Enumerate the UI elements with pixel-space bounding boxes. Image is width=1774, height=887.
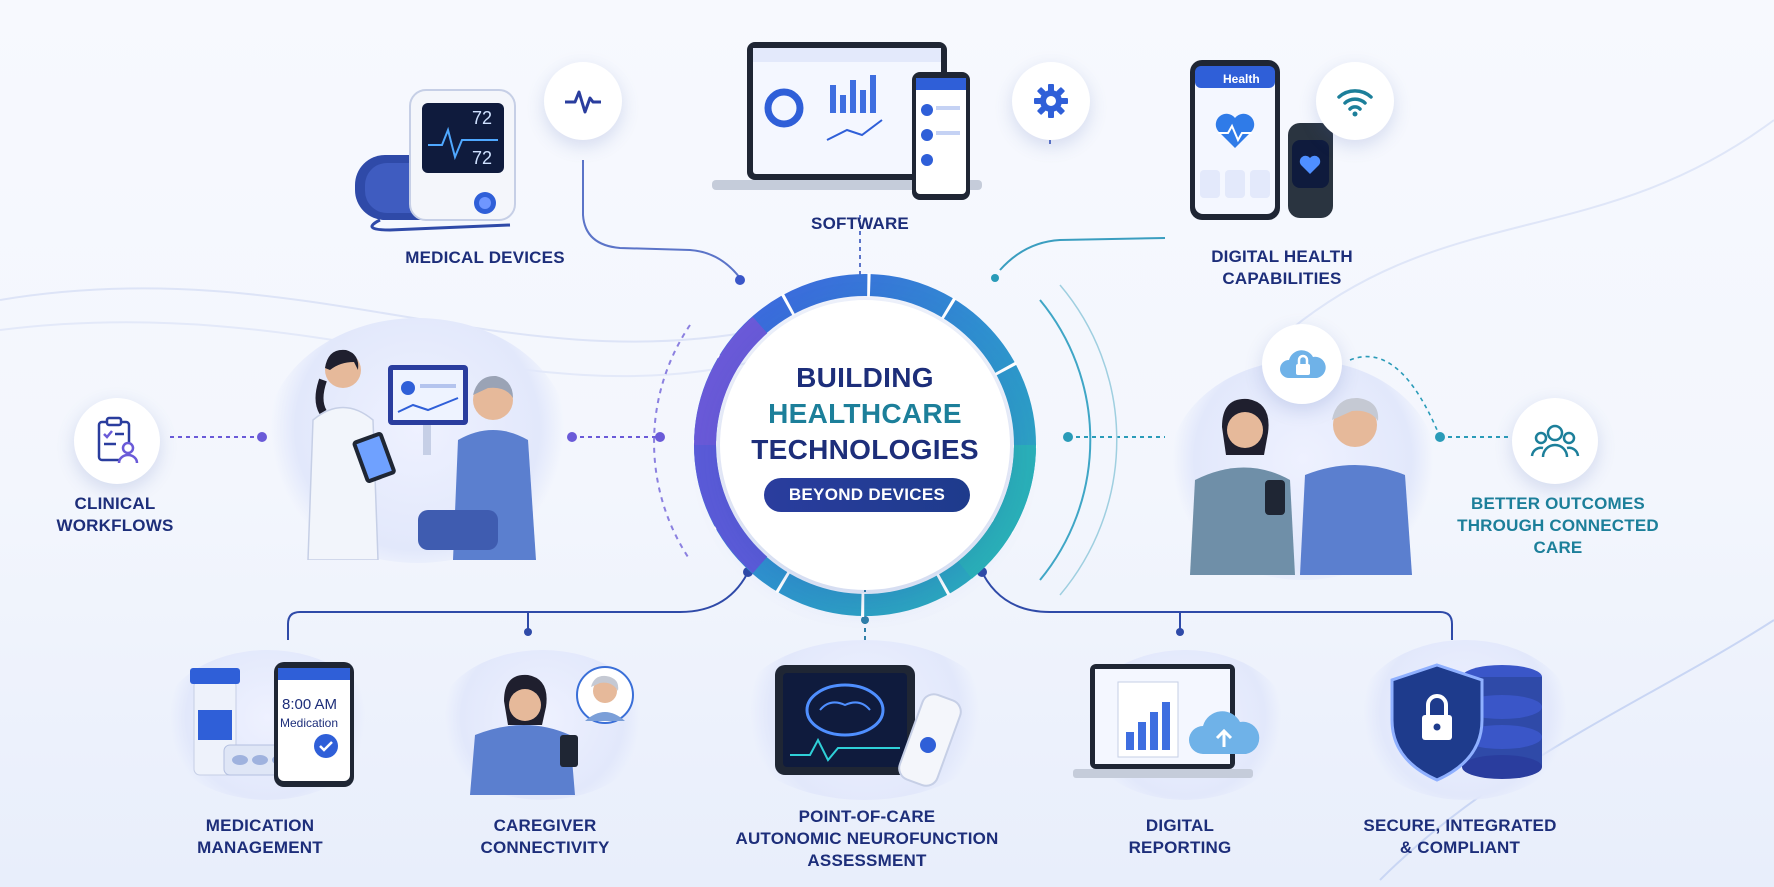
hub-subtitle-pill: BEYOND DEVICES [764,478,970,512]
laptop-software [712,40,982,210]
label-secure-integrated: SECURE, INTEGRATED & COMPLIANT [1363,816,1557,857]
label-medical-devices: MEDICAL DEVICES [405,248,565,267]
hub-title-line1: BUILDING [796,362,934,393]
hub-arc-right-outer [1059,284,1118,596]
digital-reporting-illustration [1068,662,1283,792]
wifi-icon [1316,62,1394,140]
bus-left [287,567,751,640]
cloud-lock-icon [1262,324,1342,404]
medication-illustration [182,660,362,790]
hub-arc-right [1039,299,1092,581]
hub-title-line2: HEALTHCARE [768,398,962,429]
label-software: SOFTWARE [811,214,909,233]
label-point-of-care: POINT-OF-CARE AUTONOMIC NEUROFUNCTION AS… [735,807,999,870]
connector-node [735,275,745,285]
phone-smartwatch [1188,58,1338,228]
wave-line [1379,619,1774,881]
label-medication-management: MEDICATION MANAGEMENT [197,816,323,857]
blood-pressure-monitor [350,85,540,235]
caregiver-illustration [460,665,640,795]
connector-medical-devices [582,160,741,279]
hub-ring [693,273,1037,617]
wave-line [0,287,761,343]
connector-node [257,432,267,442]
users-group-icon [1512,398,1598,484]
connector-node [655,432,665,442]
hub-title-line3: TECHNOLOGIES [751,434,979,465]
medication-time: 8:00 AM [282,696,338,713]
health-app-title: Health [1223,72,1260,86]
connector-node [1176,628,1184,636]
connected-care-illustration [1180,385,1430,575]
hub-arc-left [653,324,691,561]
hub-center [720,300,1010,590]
secure-illustration [1382,655,1552,790]
label-digital-health: DIGITAL HEALTH CAPABILITIES [1211,247,1353,288]
label-caregiver-connectivity: CAREGIVER CONNECTIVITY [480,816,610,857]
label-better-outcomes: BETTER OUTCOMES THROUGH CONNECTED CARE [1457,494,1659,557]
bp-reading-1: 72 [472,108,493,128]
connector-node [1063,432,1073,442]
clipboard-user-icon [74,398,160,484]
connector-node [524,628,532,636]
connector-digital-health [999,237,1166,271]
label-clinical-workflows: CLINICAL WORKFLOWS [56,494,174,535]
pulse-icon [544,62,622,140]
point-of-care-illustration [770,660,970,790]
gear-icon [1012,62,1090,140]
wave-line [1289,119,1774,331]
label-digital-reporting: DIGITAL REPORTING [1128,816,1232,857]
bp-reading-2: 72 [472,148,493,168]
connector-node [861,616,869,624]
medication-screen-label: Medication [280,716,339,730]
connector-node [991,274,999,282]
doctor-patient-illustration [288,340,558,561]
bus-right [979,567,1453,640]
